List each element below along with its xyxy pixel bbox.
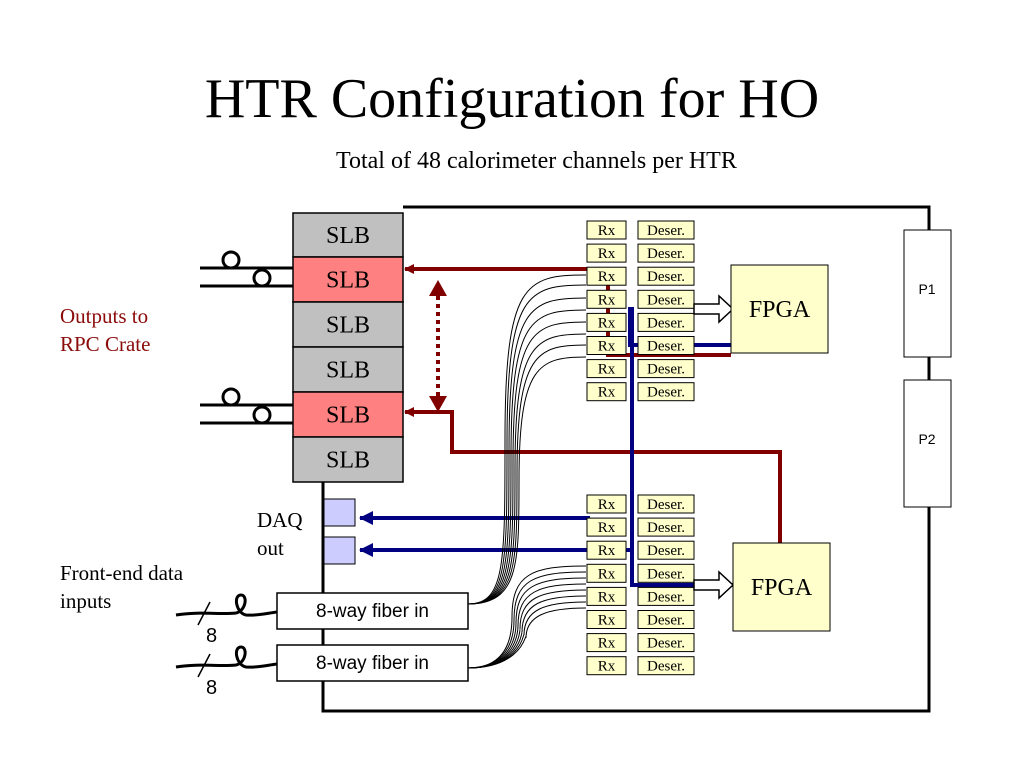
outputs-label-line1: Outputs to	[60, 304, 149, 328]
slb-label: SLB	[326, 268, 370, 294]
slb-board-1: SLB	[292, 212, 404, 258]
rx-label: Rx	[598, 659, 616, 675]
slb-board-2: SLB	[292, 256, 404, 303]
deser-label: Deser.	[647, 497, 685, 513]
slb-label: SLB	[326, 313, 370, 339]
rx-label: Rx	[598, 589, 616, 605]
fiber-fan-upper	[467, 274, 587, 605]
rx-deser-row: Rx Deser.	[586, 382, 695, 402]
fpga-upper: FPGA	[730, 264, 829, 354]
deser-label: Deser.	[647, 339, 685, 355]
rx-deser-row: Rx Deser.	[586, 336, 695, 355]
rx-label: Rx	[598, 497, 616, 513]
rx-label: Rx	[598, 613, 616, 629]
slb-link-arrowhead-up	[429, 280, 447, 296]
rx-deser-row: Rx Deser.	[586, 633, 695, 653]
daq-out-box-2	[323, 536, 356, 565]
frontend-label-line2: inputs	[60, 589, 112, 613]
slb-label: SLB	[326, 403, 370, 429]
fiber-count-label: 8	[206, 677, 217, 699]
daq-label-line1: DAQ	[257, 508, 303, 532]
slb-board-4: SLB	[292, 346, 404, 393]
deser-label: Deser.	[647, 269, 685, 285]
rx-label: Rx	[598, 315, 616, 331]
rx-label: Rx	[598, 269, 616, 285]
daq-out-box-1	[323, 498, 356, 527]
deser-label: Deser.	[647, 292, 685, 308]
rx-deser-row: Rx Deser.	[586, 517, 695, 537]
deser-label: Deser.	[647, 520, 685, 536]
fpga-input-arrow-upper	[693, 294, 735, 324]
rx-label: Rx	[598, 543, 616, 559]
deser-label: Deser.	[647, 543, 685, 559]
rx-label: Rx	[598, 385, 616, 401]
rx-deser-row: Rx Deser.	[586, 494, 695, 514]
fpga-label: FPGA	[749, 297, 811, 323]
slb-link-arrowhead-down	[429, 396, 447, 412]
deser-label: Deser.	[647, 589, 685, 605]
deser-label: Deser.	[647, 659, 685, 675]
deser-label: Deser.	[647, 362, 685, 378]
fiber-fan-lower	[467, 565, 587, 669]
rx-deser-row: Rx Deser.	[586, 359, 695, 379]
connector-label: P2	[918, 431, 935, 447]
deser-label: Deser.	[647, 566, 685, 582]
fpga-to-slb-lower-line	[404, 407, 782, 543]
deser-label: Deser.	[647, 246, 685, 262]
rx-deser-row: Rx Deser.	[586, 563, 695, 583]
connector-label: P1	[918, 281, 935, 297]
daq-label-line2: out	[257, 536, 284, 560]
connector-p1: P1	[903, 229, 952, 358]
deser-label: Deser.	[647, 636, 685, 652]
connector-p2: P2	[903, 379, 952, 508]
rx-label: Rx	[598, 566, 616, 582]
rx-label: Rx	[598, 636, 616, 652]
slb-label: SLB	[326, 448, 370, 474]
rx-label: Rx	[598, 520, 616, 536]
rx-label: Rx	[598, 292, 616, 308]
fiber-input-2: 8 8-way fiber in	[175, 644, 469, 699]
fpga-input-arrow-lower	[693, 570, 735, 600]
rx-deser-row: Rx Deser.	[586, 586, 695, 606]
fpga-lower: FPGA	[732, 542, 831, 632]
deser-label: Deser.	[647, 613, 685, 629]
rx-deser-row: Rx Deser.	[586, 220, 695, 240]
rx-label: Rx	[598, 362, 616, 378]
rx-label: Rx	[598, 223, 616, 239]
rx-label: Rx	[598, 246, 616, 262]
fpga-label: FPGA	[751, 575, 813, 601]
slide-title: HTR Configuration for HO	[204, 68, 820, 130]
slb-label: SLB	[326, 358, 370, 384]
slb-board-6: SLB	[292, 436, 404, 483]
fiber-input-label: 8-way fiber in	[316, 601, 429, 622]
frontend-label-line1: Front-end data	[60, 561, 184, 585]
outputs-label-line2: RPC Crate	[60, 332, 151, 356]
rx-deser-row: Rx Deser.	[586, 243, 695, 263]
slb-board-5: SLB	[292, 391, 404, 438]
rx-deser-row: Rx Deser.	[586, 656, 695, 676]
rx-deser-row: Rx Deser.	[586, 540, 695, 560]
fiber-count-label: 8	[206, 625, 217, 647]
deser-label: Deser.	[647, 223, 685, 239]
fiber-input-1: 8 8-way fiber in	[175, 592, 469, 647]
deser-label: Deser.	[647, 315, 685, 331]
rx-deser-row: Rx Deser.	[586, 266, 695, 286]
slide-subtitle: Total of 48 calorimeter channels per HTR	[336, 148, 737, 174]
fiber-input-label: 8-way fiber in	[316, 653, 429, 674]
deser-label: Deser.	[647, 385, 685, 401]
rx-deser-row: Rx Deser.	[586, 289, 695, 309]
board-outline	[321, 205, 931, 713]
output-fiber-loop-upper	[200, 250, 293, 288]
rx-deser-row: Rx Deser.	[586, 610, 695, 629]
rx-deser-row: Rx Deser.	[586, 312, 695, 332]
rx-label: Rx	[598, 339, 616, 355]
slb-label: SLB	[326, 223, 370, 249]
slb-board-3: SLB	[292, 301, 404, 348]
output-fiber-loop-lower	[200, 387, 293, 425]
